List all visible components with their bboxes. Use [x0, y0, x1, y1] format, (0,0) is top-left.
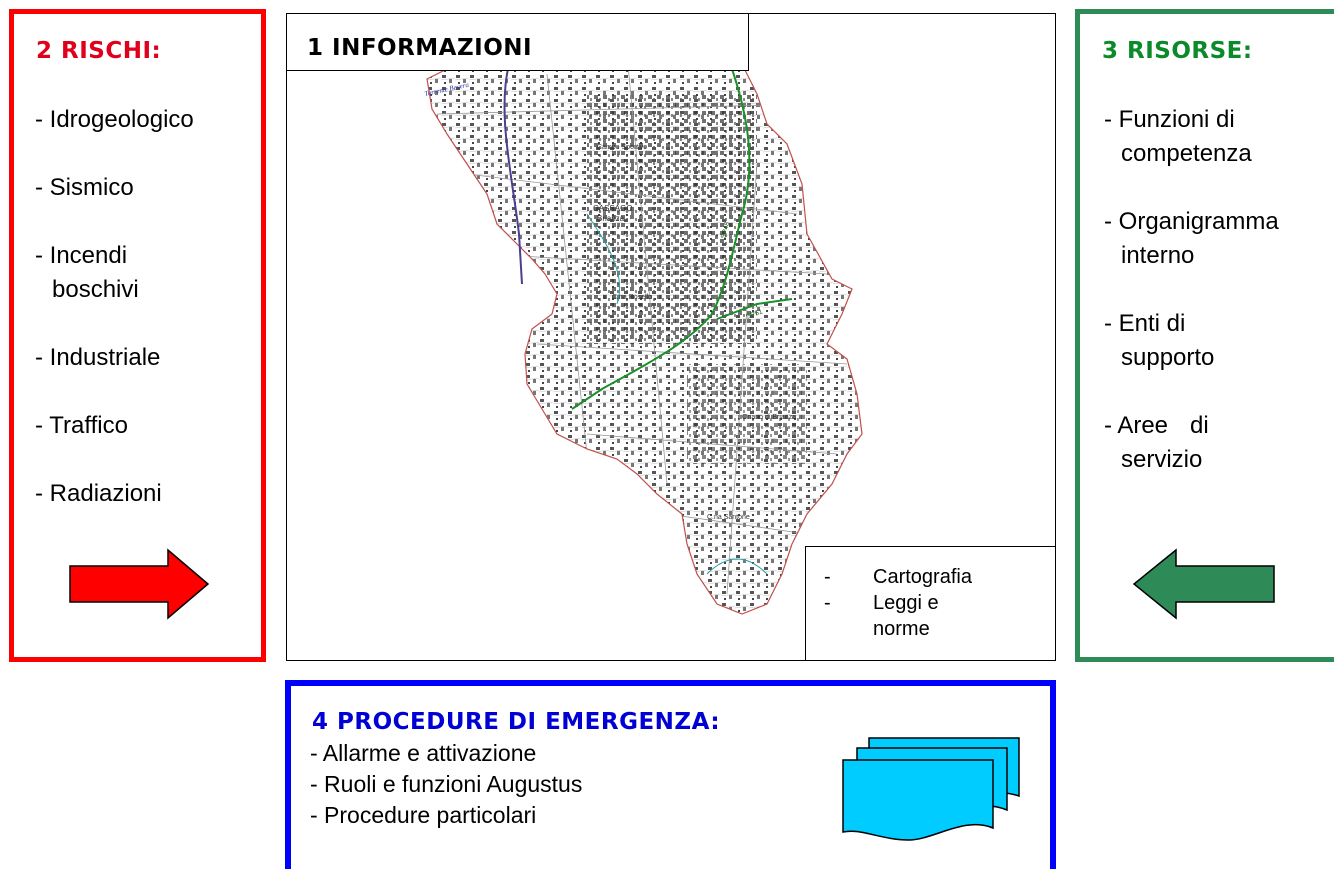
rischi-item-radiazioni: - Radiazioni	[35, 480, 162, 507]
informazioni-panel: CASSAGO Brianza Torrente Bevera Campo Sp…	[286, 13, 1056, 661]
procedure-item-allarme: - Allarme e attivazione	[310, 740, 537, 766]
rischi-item-incendi-cont: boschivi	[52, 276, 139, 303]
risorse-item-aree: - Aree	[1104, 412, 1169, 439]
rischi-title: 2 RISCHI:	[36, 38, 162, 64]
procedure-panel: 4 PROCEDURE DI EMERGENZA: - Allarme e at…	[285, 680, 1056, 869]
rischi-item-incendi: - Incendi	[35, 242, 128, 269]
map-label-campo: Campo Sportivo	[597, 144, 647, 151]
risorse-item-organigramma: - Organigramma	[1104, 208, 1279, 235]
informazioni-title-box: 1 INFORMAZIONI	[287, 14, 749, 71]
rischi-item-sismico: - Sismico	[35, 174, 134, 201]
map-area	[427, 44, 862, 614]
risorse-item-aree-cont: servizio	[1121, 446, 1203, 473]
procedure-item-ruoli: - Ruoli e funzioni Augustus	[310, 771, 583, 797]
risorse-item-enti-cont: supporto	[1121, 344, 1215, 371]
map-label-rosello: C.na Rosello	[612, 294, 652, 301]
map-label-brianza: Brianza	[597, 214, 625, 223]
risorse-item-funzioni-cont: competenza	[1121, 140, 1252, 167]
map-label-sp48: SP48	[720, 221, 731, 239]
risorse-title: 3 RISORSE:	[1102, 38, 1253, 64]
rischi-item-idrogeologico: - Idrogeologico	[35, 106, 194, 133]
risorse-item-organigramma-cont: interno	[1121, 242, 1195, 269]
rischi-item-traffico: - Traffico	[35, 412, 128, 439]
map-label-oriano: Oriano di Brianza	[742, 414, 796, 421]
territory-map[interactable]: CASSAGO Brianza Torrente Bevera Campo Sp…	[287, 14, 1054, 659]
note-dash: -	[824, 592, 831, 614]
document-stack-icon	[842, 737, 1020, 841]
road-sp51	[716, 298, 793, 320]
rischi-panel: 2 RISCHI: - Idrogeologico - Sismico - In…	[9, 9, 266, 662]
note-leggi: Leggi e	[873, 592, 939, 614]
map-label-santone: C.na Santone	[707, 514, 750, 521]
river-line	[503, 63, 523, 285]
risorse-item-aree-di: di	[1190, 412, 1209, 439]
informazioni-notes: - Cartografia - Leggi e norme	[805, 546, 1055, 660]
right-arrow-icon	[69, 548, 210, 620]
road-sp48	[571, 68, 751, 410]
note-cartografia: Cartografia	[873, 566, 972, 588]
risorse-item-funzioni: - Funzioni di	[1104, 106, 1235, 133]
municipal-boundary	[426, 43, 863, 615]
stream-line	[586, 213, 621, 305]
risorse-item-enti: - Enti di	[1104, 310, 1186, 337]
note-norme: norme	[873, 618, 930, 640]
procedure-item-particolari: - Procedure particolari	[310, 802, 537, 828]
note-dash: -	[824, 566, 831, 588]
risorse-panel: 3 RISORSE: - Funzioni di competenza - Or…	[1075, 9, 1334, 662]
left-arrow-icon	[1132, 548, 1275, 620]
map-label-cassago: CASSAGO	[593, 204, 633, 213]
procedure-title: 4 PROCEDURE DI EMERGENZA:	[312, 709, 721, 735]
informazioni-title: 1 INFORMAZIONI	[307, 35, 533, 61]
rischi-item-industriale: - Industriale	[35, 344, 161, 371]
